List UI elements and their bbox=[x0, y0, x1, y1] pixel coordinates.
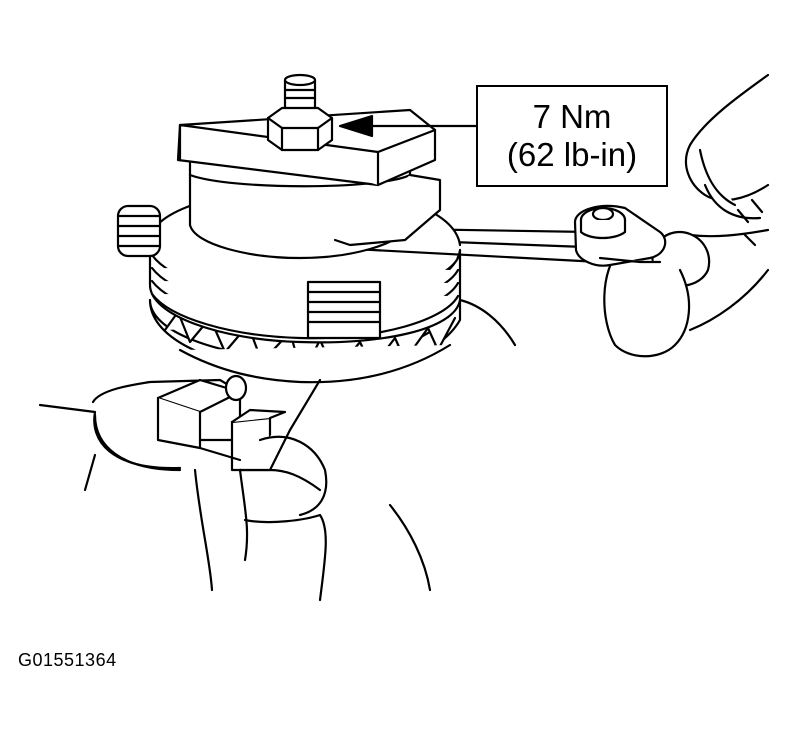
torque-callout-box: 7 Nm (62 lb-in) bbox=[476, 85, 668, 187]
left-hand bbox=[83, 298, 517, 602]
torque-value-imperial: (62 lb-in) bbox=[506, 136, 638, 173]
figure-id: G01551364 bbox=[18, 650, 117, 670]
bolt-nut bbox=[266, 73, 334, 152]
vise-jaws bbox=[38, 374, 322, 472]
torque-value-metric: 7 Nm bbox=[532, 98, 612, 135]
right-hand bbox=[603, 73, 770, 358]
leader-arrow bbox=[338, 114, 478, 138]
